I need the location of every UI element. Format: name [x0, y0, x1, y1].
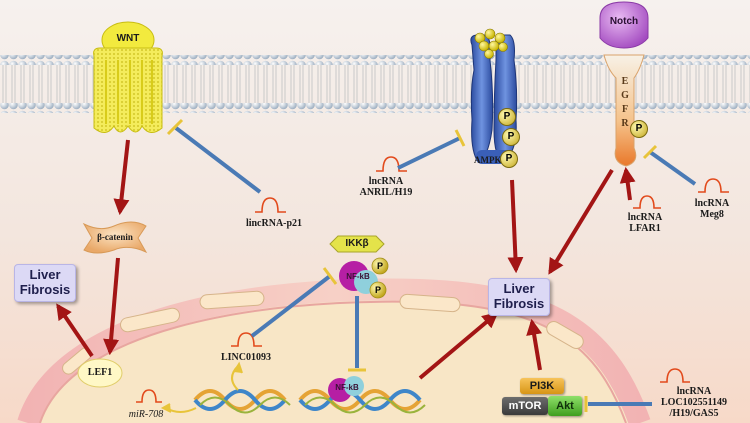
beta-catenin-shape: [82, 221, 148, 254]
ikkb-hexagon: [329, 235, 385, 253]
beta-catenin-label: β-catenin: [97, 232, 133, 242]
notch-egfr-receptor: [599, 1, 649, 167]
egfr-letter-f: F: [621, 104, 629, 115]
nfkb-dna-label: NF-kB: [335, 383, 359, 392]
egfr-letter-e: E: [621, 76, 629, 87]
phospho-ball: P: [630, 120, 648, 138]
arrow-dna-to-fibrosis: [418, 311, 499, 380]
arrow-catenin-to-lef1: [103, 257, 120, 356]
ampk-label: AMPK: [474, 155, 502, 165]
inhibition-loc-pi3k: [584, 396, 652, 412]
egfr-letter-r: R: [621, 118, 629, 129]
phospho-ball: P: [502, 128, 520, 146]
inhibition-linc01093: [250, 267, 338, 338]
liver-fibrosis-box-left: Liver Fibrosis: [14, 264, 76, 302]
lincrna-p21-label: lincRNA-p21: [245, 218, 303, 229]
lncrna-lfar1-line2: LFAR1: [629, 223, 661, 234]
pi3k-pill: PI3K: [520, 378, 564, 394]
arrow-ampk-to-fibrosis: [507, 179, 524, 274]
lncrna-loc-line3: /H19/GAS5: [669, 408, 719, 419]
ikkb-label: IKKβ: [345, 238, 369, 249]
lncrna-loc-label: lncRNA LOC102551149 /H19/GAS5: [661, 386, 727, 419]
nfkb-dna-complex: [328, 376, 364, 402]
inhibition-nfkb-to-dna: [348, 296, 366, 372]
activation-arrows: [56, 139, 636, 380]
arrow-wnt-to-catenin: [113, 139, 130, 216]
notch-label: Notch: [609, 16, 639, 27]
arrow-egfr-to-fibrosis: [548, 168, 614, 275]
inhibition-lincrna-p21: [166, 118, 262, 194]
lncrna-meg8-line2: Meg8: [700, 209, 724, 220]
lncrna-loc-line2: LOC102551149: [660, 397, 728, 408]
dna-helix-right: [298, 389, 426, 414]
lncrna-anril-h19-line1: lncRNA: [368, 176, 404, 187]
wnt-receptor: [93, 21, 163, 133]
inhibition-meg8: [642, 144, 697, 186]
lef1-label: LEF1: [87, 367, 113, 378]
lef1-oval: [77, 358, 123, 388]
phospho-ball: P: [498, 108, 516, 126]
nfkb-complex: [339, 257, 389, 299]
phospho-ball: P: [500, 150, 518, 168]
phospho-ball: P: [374, 285, 381, 295]
phospho-ball: P: [376, 261, 383, 271]
ligand-cluster: [474, 28, 508, 59]
arrow-lfar1-to-egfr: [619, 166, 636, 201]
lncrna-lfar1-label: lncRNA LFAR1: [628, 212, 662, 234]
egfr-letter-g: G: [621, 90, 629, 101]
arrow-lef1-to-fibrosis: [56, 303, 94, 358]
lncrna-anril-h19-label: lncRNA ANRIL/H19: [360, 176, 413, 198]
arrow-pi3k-to-fibrosis: [526, 318, 542, 371]
inhibition-anril-h19: [397, 129, 466, 170]
linc01093-label: LINC01093: [220, 352, 272, 363]
lncrna-lfar1-line1: lncRNA: [627, 212, 663, 223]
mir708-label: miR-708: [128, 409, 164, 420]
akt-pill: Akt: [548, 396, 582, 416]
lncrna-meg8-line1: lncRNA: [694, 198, 730, 209]
lncrna-meg8-label: lncRNA Meg8: [695, 198, 729, 220]
mtor-pill: mTOR: [502, 397, 548, 415]
lncrna-anril-h19-line2: ANRIL/H19: [359, 187, 413, 198]
liver-fibrosis-box-center: Liver Fibrosis: [488, 278, 550, 316]
yellow-curved-arrows: [160, 361, 243, 413]
dna-helix-left: [193, 389, 291, 414]
rna-glyphs: [136, 156, 729, 403]
lncrna-loc-line1: lncRNA: [676, 386, 712, 397]
wnt-label: WNT: [116, 33, 140, 44]
nfkb-complex-label: NF-kB: [346, 272, 370, 281]
